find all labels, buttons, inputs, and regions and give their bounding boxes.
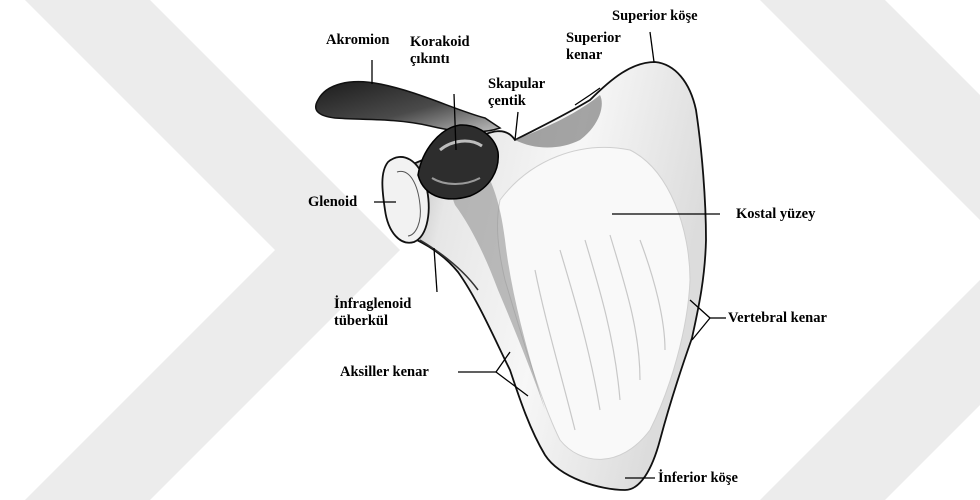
label-skapular-line1: Skapular	[488, 76, 545, 93]
label-kostal-yuzey: Kostal yüzey	[736, 206, 815, 223]
leader-superior-kenar	[575, 88, 600, 105]
leader-superior-kose	[650, 32, 654, 62]
leader-korakoid	[454, 94, 456, 150]
label-infraglenoid-line1: İnfraglenoid	[334, 296, 411, 313]
label-skapular-line2: çentik	[488, 93, 545, 110]
label-aksiller-kenar: Aksiller kenar	[340, 364, 429, 381]
label-superior-kenar: Superior kenar	[566, 30, 621, 64]
leader-skapular	[515, 112, 518, 140]
label-vertebral-kenar: Vertebral kenar	[728, 310, 827, 327]
leader-vertebral	[690, 300, 710, 340]
label-superior-kenar-line1: Superior	[566, 30, 621, 47]
leader-aksiller	[496, 352, 528, 396]
leader-infraglenoid	[434, 248, 437, 292]
label-korakoid-line2: çıkıntı	[410, 51, 470, 68]
label-glenoid: Glenoid	[308, 194, 357, 211]
label-akromion: Akromion	[326, 32, 389, 49]
label-korakoid-line1: Korakoid	[410, 34, 470, 51]
label-infraglenoid-tuberkul: İnfraglenoid tüberkül	[334, 296, 411, 330]
label-skapular-centik: Skapular çentik	[488, 76, 545, 110]
label-inferior-kose: İnferior köşe	[658, 470, 738, 487]
label-korakoid-cikinti: Korakoid çıkıntı	[410, 34, 470, 68]
label-superior-kose: Superior köşe	[612, 8, 698, 25]
label-infraglenoid-line2: tüberkül	[334, 313, 411, 330]
label-superior-kenar-line2: kenar	[566, 47, 621, 64]
